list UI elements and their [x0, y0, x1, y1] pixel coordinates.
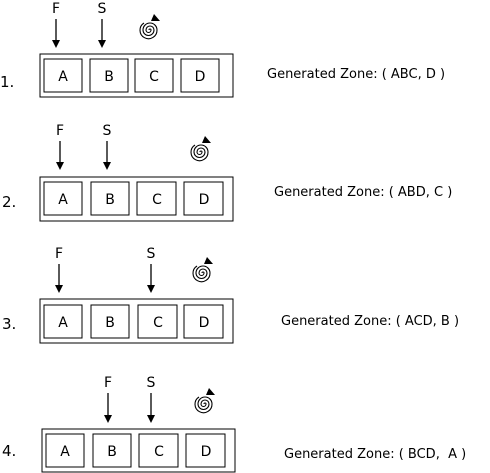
- generated-zone-label: Generated Zone: ( BCD, A ): [284, 447, 466, 462]
- spiral-arrow-icon: [190, 136, 211, 162]
- cell-label: A: [58, 315, 68, 331]
- pointer-s-label: S: [147, 375, 156, 391]
- cell-label: B: [105, 315, 115, 331]
- first-pointer: F: [56, 123, 64, 170]
- cell-label: A: [58, 69, 68, 85]
- cell: A: [43, 181, 83, 216]
- generated-zone-label: Generated Zone: ( ACD, B ): [281, 314, 459, 329]
- cell-label: C: [152, 192, 162, 208]
- step-label: 3.: [2, 315, 16, 333]
- spiral-arrow-icon: [192, 257, 213, 283]
- spiral-arrow-icon: [139, 14, 160, 40]
- pointer-s-label: S: [147, 246, 156, 262]
- step-label: 2.: [2, 193, 16, 211]
- cell-container: [41, 428, 236, 473]
- second-pointer: S: [98, 1, 107, 48]
- pointer-f-label: F: [52, 1, 60, 17]
- diagram-row-2: 2. F S A B C D Generated Zone: [2, 123, 452, 222]
- cell-label: A: [60, 444, 70, 460]
- second-pointer: S: [103, 123, 112, 170]
- step-label: 1.: [0, 73, 14, 91]
- second-pointer: S: [147, 246, 156, 293]
- cell: B: [89, 58, 129, 93]
- cell: D: [183, 304, 224, 339]
- cell: B: [90, 304, 130, 339]
- pointer-s-label: S: [103, 123, 112, 139]
- cell: A: [43, 304, 83, 339]
- spiral-arrow-icon: [194, 388, 215, 414]
- cell: D: [180, 58, 220, 93]
- second-pointer: S: [147, 375, 156, 423]
- cell-label: D: [201, 444, 212, 460]
- cell-label: D: [195, 69, 206, 85]
- pointer-f-label: F: [104, 375, 112, 391]
- cell-container: [39, 53, 234, 98]
- cell-container: [39, 298, 234, 344]
- pointer-f-label: F: [56, 123, 64, 139]
- first-pointer: F: [52, 1, 60, 48]
- cell-label: C: [149, 69, 159, 85]
- cell: C: [136, 181, 177, 216]
- cell-label: B: [105, 192, 115, 208]
- cell-container: [39, 176, 234, 222]
- first-pointer: F: [55, 246, 63, 293]
- cell-label: B: [107, 444, 117, 460]
- cell-label: C: [153, 315, 163, 331]
- pointer-f-label: F: [55, 246, 63, 262]
- cell-label: D: [199, 315, 210, 331]
- cell-label: B: [104, 69, 114, 85]
- cell: B: [92, 433, 132, 468]
- cell: B: [90, 181, 130, 216]
- cell: A: [45, 433, 85, 468]
- cell-label: C: [154, 444, 164, 460]
- step-label: 4.: [2, 442, 16, 460]
- first-pointer: F: [104, 375, 112, 423]
- cell: D: [183, 181, 224, 216]
- diagram-row-3: 3. F S A B C D Generated Zone: [2, 246, 459, 344]
- diagram-row-1: 1. F S A B C D Generated Zone: [0, 1, 445, 98]
- cell: A: [43, 58, 83, 93]
- generated-zone-label: Generated Zone: ( ABD, C ): [274, 185, 452, 200]
- cell: C: [137, 304, 178, 339]
- cell: C: [134, 58, 174, 93]
- cell-label: A: [58, 192, 68, 208]
- cell: D: [185, 433, 226, 468]
- pointer-s-label: S: [98, 1, 107, 17]
- generated-zone-label: Generated Zone: ( ABC, D ): [267, 67, 445, 82]
- cell: C: [138, 433, 179, 468]
- cell-label: D: [199, 192, 210, 208]
- diagram-row-4: 4. F S A B C D Generated Zone: [2, 375, 466, 473]
